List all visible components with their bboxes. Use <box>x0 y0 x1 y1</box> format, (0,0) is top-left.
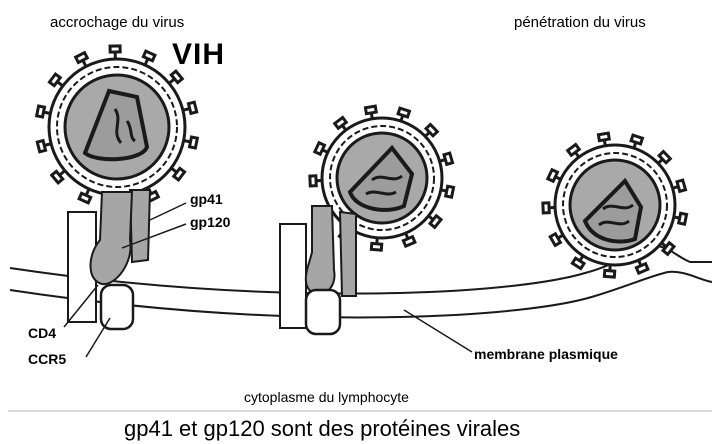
spike-knob <box>444 153 453 164</box>
spike-knob <box>76 53 88 63</box>
spike-knob <box>79 193 91 203</box>
spike-knob <box>446 186 454 197</box>
spike-knob <box>110 46 120 52</box>
spike-knob <box>636 264 648 273</box>
spike-knob <box>543 203 549 213</box>
spike-knob <box>315 143 325 155</box>
spike-knob <box>37 106 45 117</box>
spike-knob <box>598 133 609 141</box>
spike-knob <box>310 176 316 186</box>
spike-knob <box>37 141 45 152</box>
spike-knob <box>679 213 687 224</box>
spike-knob <box>188 102 196 113</box>
virus-penetrating <box>543 133 687 277</box>
spike-knob <box>398 108 409 117</box>
label-gp41: gp41 <box>190 192 223 206</box>
spike-knob <box>548 170 558 182</box>
spike-knob <box>550 234 560 246</box>
figure-caption: gp41 et gp120 sont des protéines virales <box>124 418 520 440</box>
label-membrane: membrane plasmique <box>474 347 618 361</box>
spike-knob <box>572 258 584 268</box>
label-virus-name: VIH <box>172 40 225 70</box>
label-ccr5: CCR5 <box>28 352 66 366</box>
label-gp120: gp120 <box>190 215 230 229</box>
ccr5-receptor <box>306 290 340 334</box>
spike-knob <box>143 51 155 61</box>
spike-knob <box>604 270 614 277</box>
spike-knob <box>677 180 686 191</box>
label-attachment: accrochage du virus <box>50 15 184 30</box>
spike-knob <box>371 243 381 250</box>
spike-knob <box>365 106 376 114</box>
receptor-complex-1 <box>68 190 150 329</box>
spike-knob <box>631 135 642 144</box>
gp120-protein <box>306 206 335 294</box>
gp41-stalk <box>130 190 150 262</box>
spike-knob <box>403 237 415 246</box>
receptor-complex-2 <box>280 206 356 334</box>
gp41-stalk <box>340 212 356 296</box>
ccr5-receptor <box>101 285 133 329</box>
label-cd4: CD4 <box>28 326 56 340</box>
cd4-receptor <box>280 224 306 328</box>
label-cytoplasm: cytoplasme du lymphocyte <box>244 390 409 404</box>
spike-knob <box>190 137 198 148</box>
label-penetration: pénétration du virus <box>514 15 646 30</box>
